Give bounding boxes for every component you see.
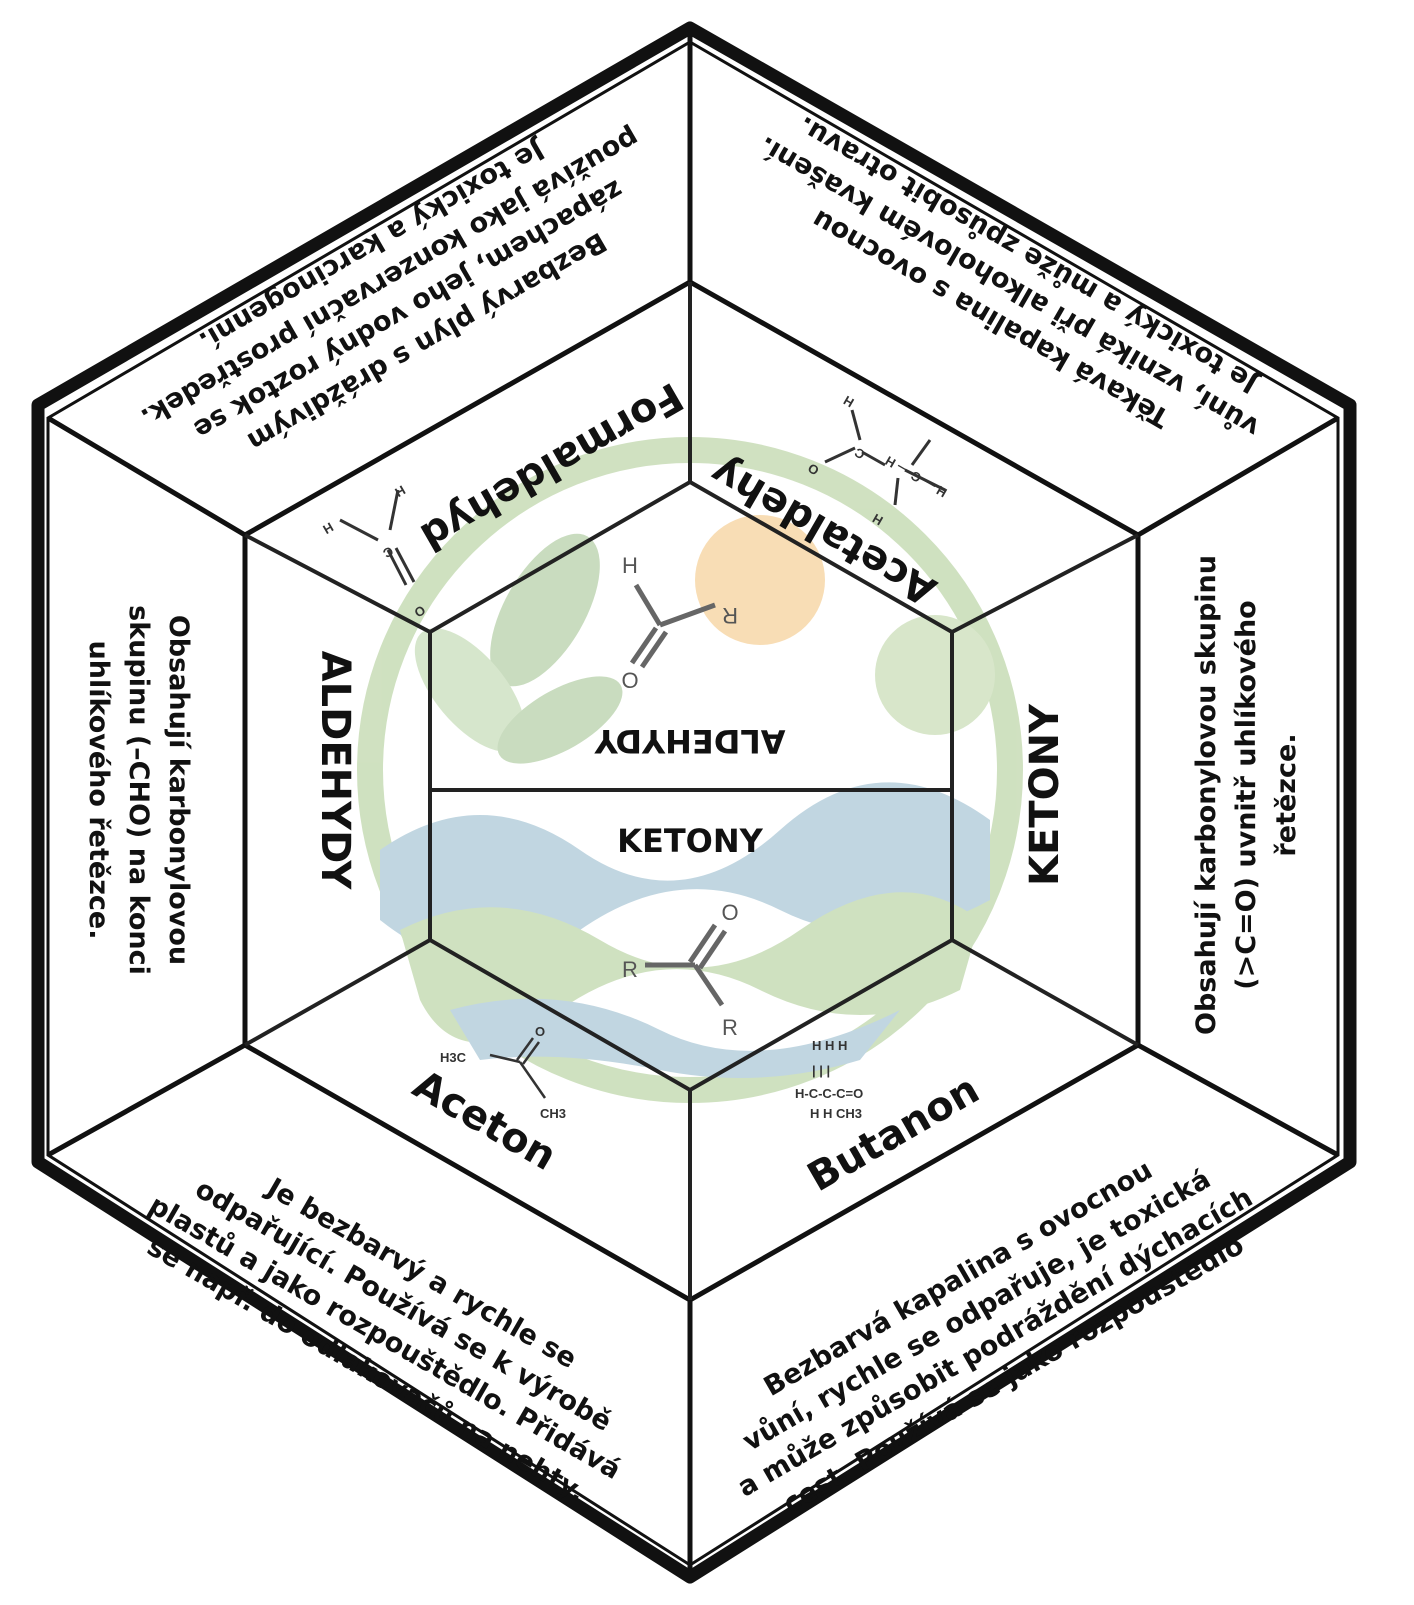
- panel-line: Obsahují karbonylovou: [163, 615, 194, 965]
- atom-h: H: [841, 393, 857, 411]
- label-ketony: KETONY: [1022, 703, 1068, 886]
- panel-aceton: Je bezbarvý a rychle se odpařující. Použ…: [142, 1171, 626, 1508]
- atom-o: O: [535, 1024, 545, 1039]
- atom-h: H: [392, 482, 408, 500]
- atom-h: H: [320, 519, 336, 537]
- methyl-group: CH3: [540, 1106, 566, 1121]
- aldehyde-o: O: [621, 668, 638, 693]
- aldehyde-h: H: [622, 553, 638, 578]
- aldehyde-structure: [629, 583, 716, 669]
- panel-line: uhlíkového řetězce.: [83, 641, 114, 940]
- inner-label-ketony: KETONY: [617, 822, 763, 860]
- panel-butanon: Bezbarvá kapalina s ovocnou vůní, rychle…: [732, 1155, 1258, 1520]
- label-aldehydy: ALDEHYDY: [312, 651, 358, 891]
- ketone-structure: [645, 923, 728, 1007]
- methyl-group: H3C: [440, 1050, 467, 1065]
- structure-row: H H H: [812, 1038, 847, 1053]
- atom-c: C: [380, 543, 396, 561]
- inner-label-aldehydy: ALDEHYDY: [594, 722, 786, 760]
- ketone-r2: R: [722, 1015, 738, 1040]
- panel-ketony: Obsahují karbonylovou skupinu (>C=O) uvn…: [1191, 555, 1302, 1035]
- ketone-o: O: [721, 900, 738, 925]
- background-logo: [357, 437, 1023, 1103]
- panel-line: řetězce.: [1271, 733, 1302, 856]
- panel-acetaldehyd: Těkavá kapalina s ovocnou vůní, vzniká p…: [753, 110, 1265, 443]
- panel-line: vůní, vzniká při alkoholovém kvašení.: [753, 130, 1265, 443]
- hexagon-grid: [31, 21, 1357, 1584]
- aceton-structure: H3C O CH3: [440, 1024, 566, 1121]
- panel-line: (>C=O) uvnitř uhlíkového: [1231, 600, 1262, 989]
- leaf-icon: [490, 533, 600, 687]
- sun-icon: [695, 515, 825, 645]
- butanon-structure: H H H H-C-C-C=O H H CH3 | | |: [795, 1038, 863, 1121]
- panel-aldehydy: Obsahují karbonylovou skupinu (–CHO) na …: [83, 605, 194, 975]
- structure-row: H-C-C-C=O: [795, 1086, 863, 1101]
- structure-row: H H CH3: [810, 1106, 862, 1121]
- ketone-r1: R: [622, 957, 638, 982]
- aldehyde-r: R: [722, 603, 738, 628]
- panel-line: Obsahují karbonylovou skupinu: [1191, 555, 1222, 1035]
- panel-line: skupinu (–CHO) na konci: [123, 605, 154, 975]
- structure-bonds: | | |: [812, 1063, 830, 1078]
- label-formaldehyd: Formaldehyd: [413, 373, 691, 560]
